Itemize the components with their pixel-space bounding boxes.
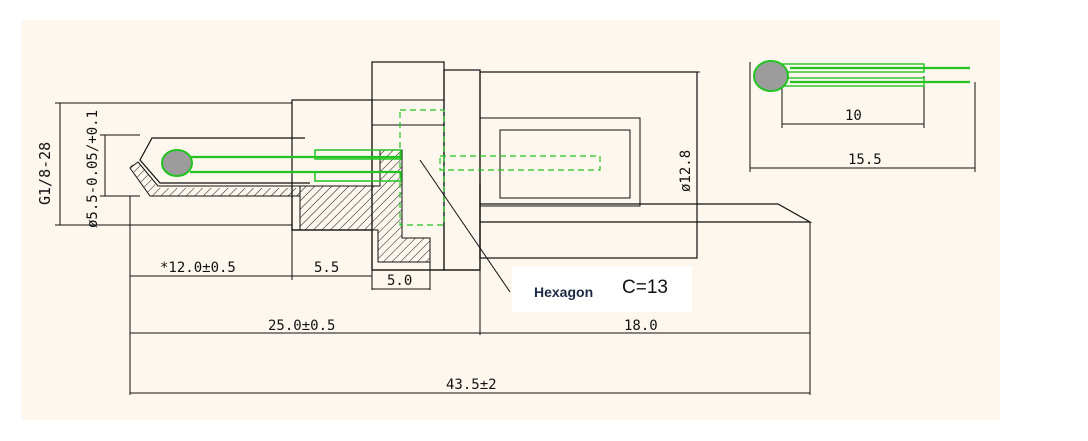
hexagon-label: Hexagon: [534, 284, 594, 300]
chip-bead: [753, 60, 789, 92]
probe-len-label: *12.0±0.5: [160, 260, 236, 276]
outer-dia-label: ø12.8: [678, 150, 694, 192]
hexagon-size-label: C=13: [622, 277, 668, 298]
chip-total-label: 15.5: [848, 152, 882, 168]
hex-width-label: 5.0: [387, 273, 412, 289]
step-label: 5.5: [314, 260, 339, 276]
probe-dia-label: ø5.5-0.05/+0.1: [85, 110, 101, 228]
internal-cavity: [399, 109, 445, 226]
probe-outline: [139, 137, 310, 184]
hexagon-callout: [512, 266, 692, 312]
lead-len-label: 18.0: [624, 318, 658, 334]
cable-end: [480, 203, 813, 223]
body-len-label: 25.0±0.5: [268, 318, 335, 334]
hatched-section: [299, 149, 431, 263]
internal-lead-path: [439, 155, 601, 171]
inner-slot: [479, 117, 641, 207]
chip-lead-label: 10: [845, 108, 862, 124]
callout-leader: [419, 159, 511, 293]
thread-label: G1/8-28: [36, 142, 54, 205]
drawing-background: [22, 20, 1000, 420]
total-len-label: 43.5±2: [446, 377, 497, 393]
thermistor-bead: [161, 149, 193, 177]
